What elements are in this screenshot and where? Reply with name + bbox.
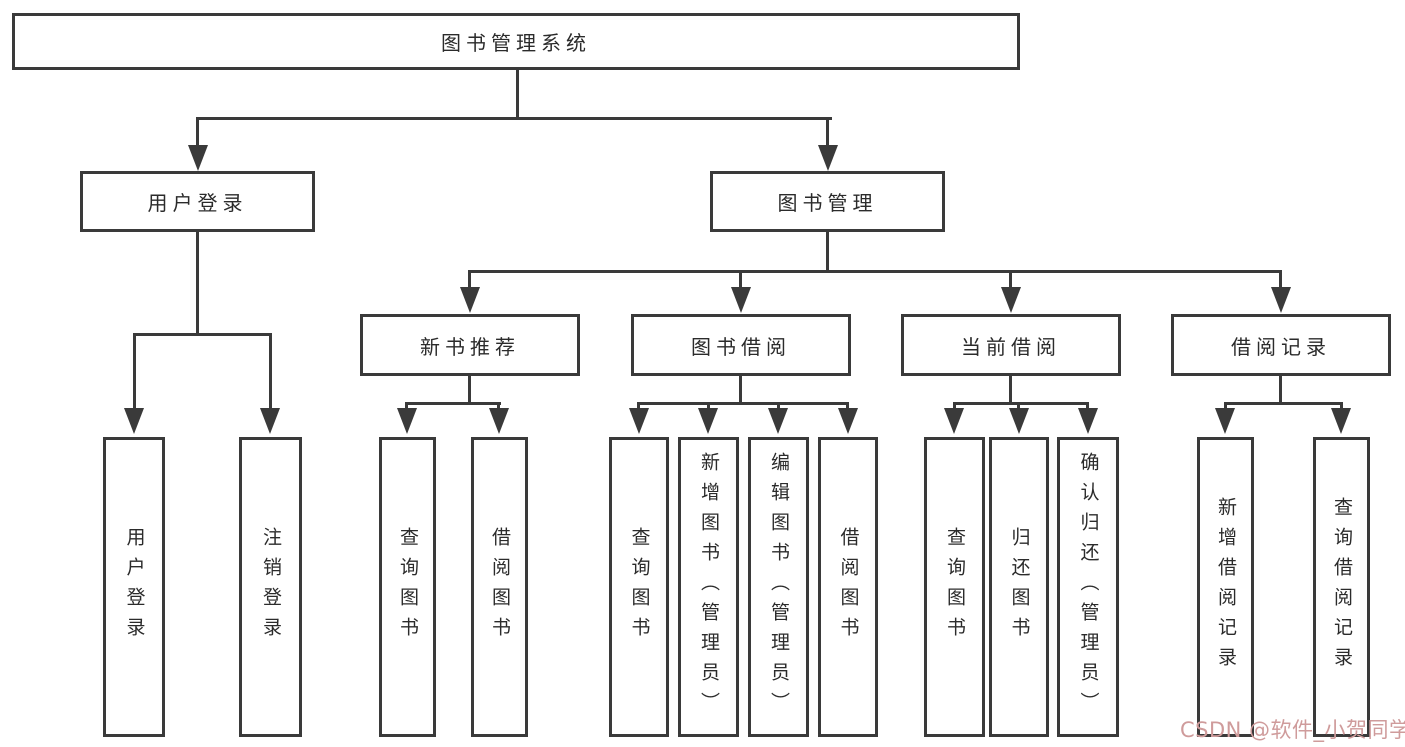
node-new-book-recommendation: 新书推荐 [360, 314, 580, 376]
connector-line [1340, 402, 1343, 412]
connector-line [1279, 376, 1282, 404]
connector-line [516, 69, 519, 119]
node-library-system: 图书管理系统 [12, 13, 1020, 70]
connector-line [1279, 270, 1282, 290]
leaf-return-books: 归还图书 [989, 437, 1049, 737]
connector-line [637, 402, 849, 405]
connector-line [196, 232, 199, 335]
connector-line [405, 402, 501, 405]
arrow-down-icon [260, 408, 280, 434]
arrow-down-icon [489, 408, 509, 434]
arrow-down-icon [768, 408, 788, 434]
leaf-user-login: 用户登录 [103, 437, 165, 737]
csdn-watermark: CSDN @软件_小贺同学 [1180, 718, 1405, 742]
arrow-down-icon [1271, 287, 1291, 313]
connector-line [953, 402, 956, 412]
connector-line [269, 333, 272, 410]
connector-line [497, 402, 500, 412]
arrow-down-icon [818, 145, 838, 171]
connector-line [739, 376, 742, 404]
arrow-down-icon [731, 287, 751, 313]
connector-line [1224, 402, 1227, 412]
arrow-down-icon [124, 408, 144, 434]
connector-line [826, 232, 829, 272]
arrow-down-icon [838, 408, 858, 434]
connector-line [1017, 402, 1020, 412]
leaf-borrow-books-recommend: 借阅图书 [471, 437, 528, 737]
arrow-down-icon [1331, 408, 1351, 434]
leaf-add-books-admin: 新增图书（管理员） [678, 437, 739, 737]
connector-line [1224, 402, 1343, 405]
leaf-query-books-current: 查询图书 [924, 437, 985, 737]
connector-line [953, 402, 1089, 405]
arrow-down-icon [629, 408, 649, 434]
leaf-logout: 注销登录 [239, 437, 302, 737]
connector-line [468, 270, 1282, 273]
leaf-edit-books-admin: 编辑图书（管理员） [748, 437, 809, 737]
leaf-query-books-recommend: 查询图书 [379, 437, 436, 737]
connector-line [405, 402, 408, 412]
leaf-query-books-borrowing: 查询图书 [609, 437, 669, 737]
arrow-down-icon [944, 408, 964, 434]
node-book-borrowing: 图书借阅 [631, 314, 851, 376]
node-book-management: 图书管理 [710, 171, 945, 232]
arrow-down-icon [1009, 408, 1029, 434]
connector-line [196, 117, 199, 147]
arrow-down-icon [188, 145, 208, 171]
connector-line [826, 117, 829, 147]
arrow-down-icon [1078, 408, 1098, 434]
node-current-borrowing: 当前借阅 [901, 314, 1121, 376]
node-borrowing-records: 借阅记录 [1171, 314, 1391, 376]
leaf-query-borrow-record: 查询借阅记录 [1313, 437, 1370, 737]
connector-line [739, 270, 742, 290]
arrow-down-icon [1001, 287, 1021, 313]
arrow-down-icon [397, 408, 417, 434]
connector-line [133, 333, 136, 410]
arrow-down-icon [460, 287, 480, 313]
node-user-login-branch: 用户登录 [80, 171, 315, 232]
arrow-down-icon [698, 408, 718, 434]
connector-line [1009, 376, 1012, 404]
connector-line [1009, 270, 1012, 290]
connector-line [777, 402, 780, 412]
connector-line [468, 376, 471, 404]
connector-line [1086, 402, 1089, 412]
leaf-confirm-return-admin: 确认归还（管理员） [1057, 437, 1119, 737]
connector-line [846, 402, 849, 412]
leaf-add-borrow-record: 新增借阅记录 [1197, 437, 1254, 737]
connector-line [133, 333, 272, 336]
connector-line [707, 402, 710, 412]
arrow-down-icon [1215, 408, 1235, 434]
connector-line [468, 270, 471, 290]
connector-line [637, 402, 640, 412]
connector-line [196, 117, 832, 120]
leaf-borrow-books-borrowing: 借阅图书 [818, 437, 878, 737]
